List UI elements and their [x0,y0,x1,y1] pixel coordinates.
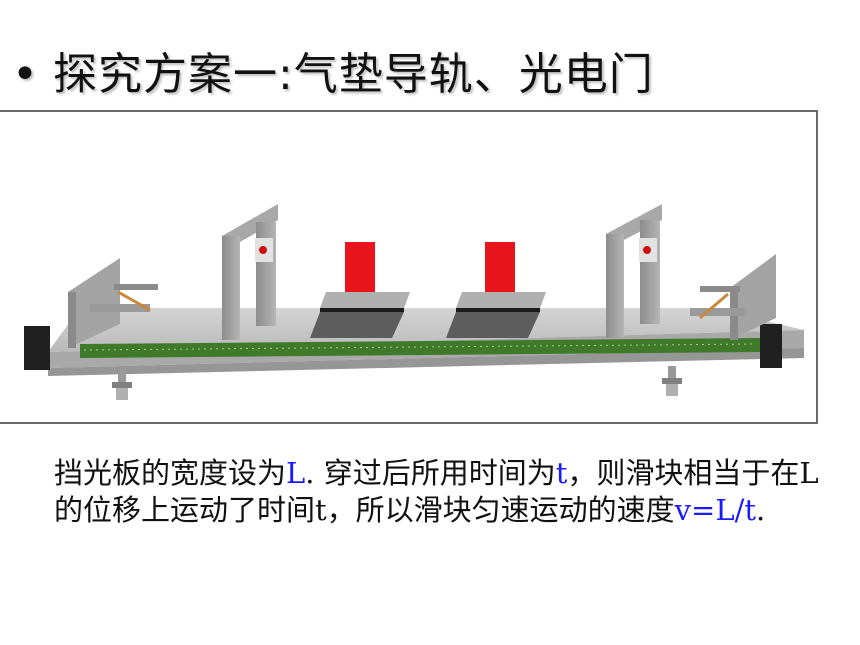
desc-part-4: . [756,493,766,527]
var-t: t [555,456,568,490]
right-end-support [690,254,776,340]
desc-part-2: . 穿过后所用时间为 [305,456,556,490]
air-track-illustration [24,204,804,400]
air-track-diagram [0,110,818,424]
slide-title: • 探究方案一:气垫导轨、光电门 [12,38,654,102]
right-end-block [760,324,782,368]
left-leveling-foot [112,370,132,400]
explanation-text: 挡光板的宽度设为L. 穿过后所用时间为t，则滑块相当于在L的位移上运动了时间t，… [54,455,824,529]
left-end-block [24,326,50,370]
var-L: L [286,456,306,490]
desc-part-1: 挡光板的宽度设为 [54,456,287,490]
left-shutter-plate [345,242,375,294]
desc-part-3: ，则滑块相当于在L的位移上运动了时间t，所以滑块匀速运动的速度 [54,456,819,527]
left-photogate [222,204,278,340]
title-text: 探究方案一:气垫导轨、光电门 [52,49,654,100]
right-shutter-plate [485,242,515,294]
right-glider [446,242,546,338]
left-end-support [68,258,158,348]
right-photogate [606,204,662,338]
left-glider [310,242,410,338]
right-leveling-foot [662,366,682,396]
title-bullet: • [12,49,39,100]
ruler-scale [80,338,760,358]
velocity-formula: v=L/t [674,493,757,527]
